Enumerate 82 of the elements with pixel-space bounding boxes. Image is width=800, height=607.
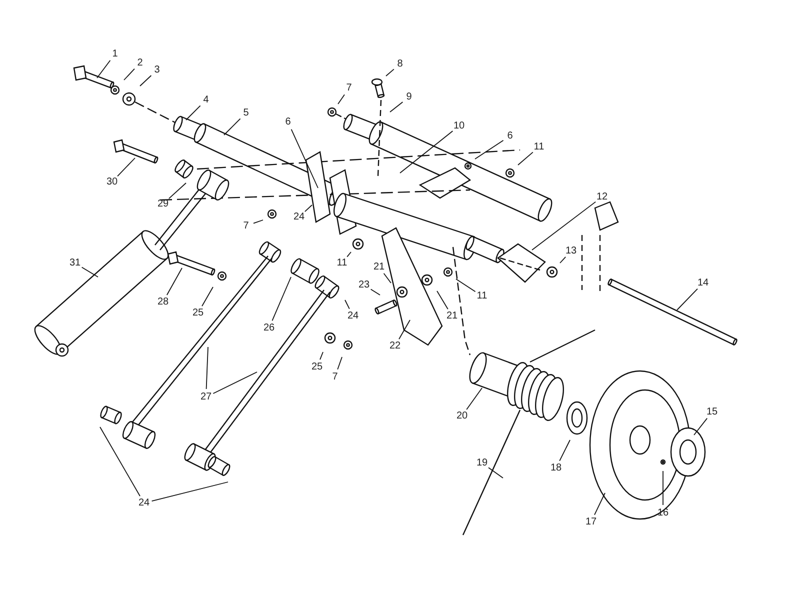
leader-line <box>474 140 504 160</box>
leader-line <box>124 68 135 80</box>
leader-line <box>400 130 454 174</box>
leader-line <box>337 356 342 370</box>
leader-line <box>168 182 186 200</box>
callout-number: 7 <box>332 372 338 382</box>
leader-line <box>344 300 350 310</box>
callout-number: 20 <box>456 410 468 422</box>
callout-number: 11 <box>476 290 488 302</box>
leader-line <box>206 346 208 390</box>
leader-line <box>81 266 98 278</box>
leader-line <box>304 204 312 212</box>
callout-number: 6 <box>507 130 513 142</box>
callout-number: 5 <box>243 108 249 118</box>
leader-line <box>518 152 534 166</box>
leader-line <box>594 492 606 516</box>
callout-number: 21 <box>373 262 385 272</box>
leader-line <box>117 158 136 177</box>
callout-number: 6 <box>285 116 291 128</box>
leader-line <box>370 288 380 296</box>
callout-number: 23 <box>358 280 370 290</box>
leader-line <box>390 102 404 112</box>
callout-number: 19 <box>476 458 488 468</box>
leader-line <box>559 440 570 462</box>
callout-number: 31 <box>69 258 81 268</box>
leader-line <box>224 118 241 136</box>
callout-number: 28 <box>157 296 169 308</box>
leader-line <box>166 268 182 296</box>
leader-line <box>488 467 504 478</box>
callout-number: 25 <box>311 362 323 372</box>
leader-line <box>386 68 394 76</box>
callout-number: 22 <box>389 340 401 352</box>
callout-number: 14 <box>697 278 709 288</box>
callout-number: 24 <box>293 212 305 222</box>
leader-line <box>436 290 448 310</box>
leader-line <box>676 288 698 310</box>
leader-line <box>662 470 664 506</box>
callout-number: 17 <box>585 516 597 528</box>
leader-line <box>320 352 324 360</box>
callout-number: 3 <box>154 64 160 76</box>
leader-line <box>96 60 111 78</box>
callout-number: 4 <box>203 94 209 106</box>
leader-line <box>346 252 352 258</box>
callout-number: 29 <box>157 198 169 210</box>
leader-line <box>151 482 228 502</box>
callout-number: 18 <box>550 462 562 474</box>
leader-line <box>532 201 596 250</box>
leader-line <box>290 128 318 188</box>
callout-number: 25 <box>192 308 204 318</box>
leader-line <box>398 320 410 340</box>
leader-line <box>186 105 201 120</box>
callout-number: 1 <box>112 48 118 60</box>
callout-number: 30 <box>106 176 118 188</box>
callout-number: 16 <box>657 508 669 518</box>
leader-line <box>338 94 345 104</box>
callout-number: 27 <box>200 392 212 402</box>
leader-line <box>202 286 214 307</box>
callout-number: 2 <box>137 58 143 68</box>
callout-number: 26 <box>263 322 275 334</box>
leader-line <box>212 372 258 394</box>
callout-number: 9 <box>406 92 412 102</box>
leader-line <box>694 418 708 436</box>
callout-number: 15 <box>706 406 718 418</box>
callout-number: 7 <box>346 82 352 94</box>
callout-number: 10 <box>453 120 465 132</box>
callout-number: 11 <box>336 258 348 268</box>
leader-line <box>140 75 152 86</box>
callout-number: 11 <box>534 142 544 152</box>
callout-number: 12 <box>596 192 608 202</box>
callout-number: 24 <box>347 310 359 322</box>
leader-line <box>560 256 566 264</box>
leader-line <box>253 220 264 224</box>
leader-line <box>272 276 292 322</box>
callout-number: 21 <box>446 310 458 322</box>
leader-line <box>100 426 140 497</box>
callout-number: 13 <box>565 246 577 256</box>
callout-number: 7 <box>243 220 249 232</box>
callout-number: 8 <box>397 58 403 70</box>
leader-line <box>383 272 392 284</box>
leader-line <box>466 388 482 410</box>
callout-number: 24 <box>138 498 150 508</box>
leader-line <box>456 278 476 292</box>
